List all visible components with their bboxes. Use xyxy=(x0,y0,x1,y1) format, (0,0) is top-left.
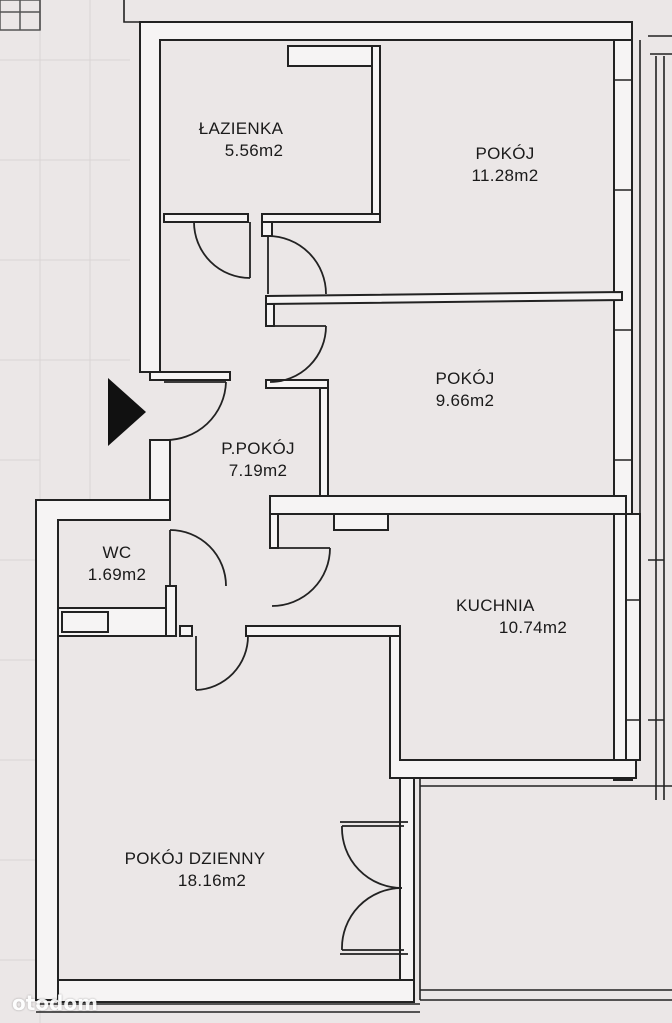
room-area: 5.56m2 xyxy=(224,141,284,160)
room-pokoj-1: POKÓJ 11.28m2 xyxy=(440,143,570,187)
room-area: 18.16m2 xyxy=(177,871,247,890)
room-name: POKÓJ xyxy=(435,369,495,388)
room-lazienka: ŁAZIENKA 5.56m2 xyxy=(186,118,296,162)
room-name: POKÓJ xyxy=(475,144,535,163)
room-name: P.POKÓJ xyxy=(221,439,295,458)
outline xyxy=(36,0,672,1013)
room-name: POKÓJ DZIENNY xyxy=(124,849,266,868)
room-kuchnia: KUCHNIA 10.74m2 xyxy=(444,595,584,639)
room-name: ŁAZIENKA xyxy=(198,119,284,138)
entrance-arrow-icon xyxy=(108,378,146,446)
walls xyxy=(35,21,641,1003)
room-name: WC xyxy=(102,543,132,562)
room-area: 7.19m2 xyxy=(228,461,288,480)
room-name: KUCHNIA xyxy=(456,596,535,615)
room-area: 10.74m2 xyxy=(498,618,568,637)
room-area: 11.28m2 xyxy=(471,166,539,185)
otodom-watermark: otodom xyxy=(12,991,98,1015)
room-area: 9.66m2 xyxy=(435,391,495,410)
room-wc: WC 1.69m2 xyxy=(72,542,162,586)
windows xyxy=(614,79,664,721)
room-przedpokoj: P.POKÓJ 7.19m2 xyxy=(198,438,318,482)
room-pokoj-2: POKÓJ 9.66m2 xyxy=(400,368,530,412)
corner-hatch xyxy=(0,0,41,31)
room-pokoj-dzienny: POKÓJ DZIENNY 18.16m2 xyxy=(90,848,300,892)
door-swings xyxy=(163,221,408,955)
room-area: 1.69m2 xyxy=(87,565,147,584)
